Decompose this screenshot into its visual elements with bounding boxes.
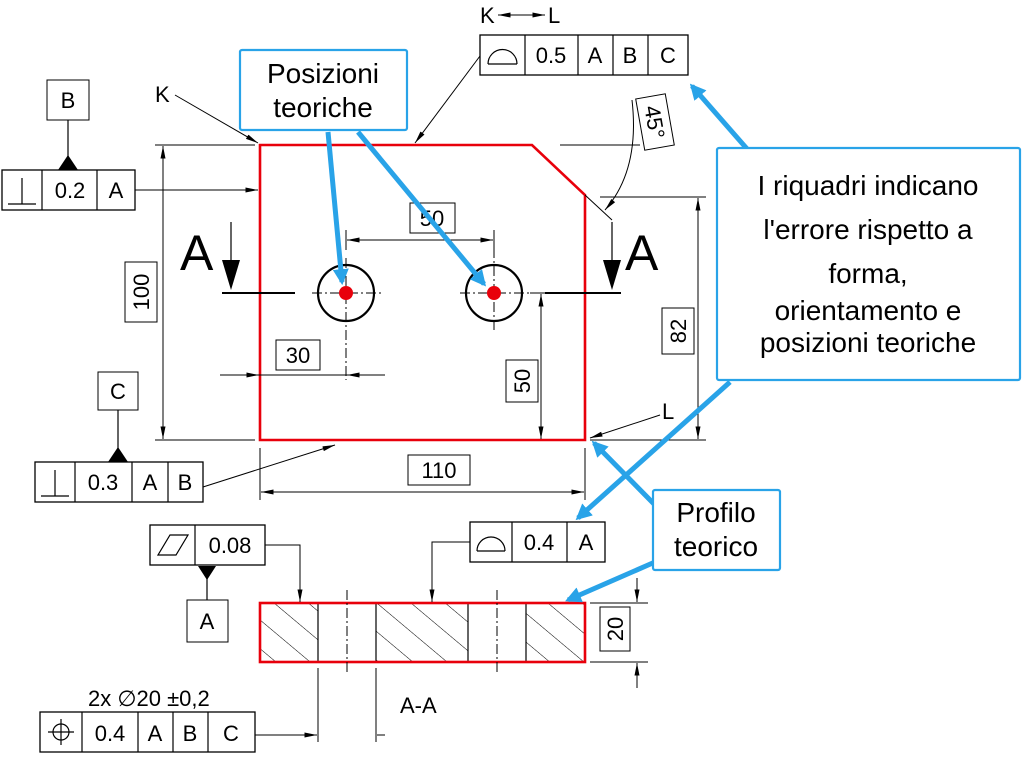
svg-text:0.08: 0.08 [209,533,252,558]
svg-text:82: 82 [666,319,691,343]
callout-profile: Profilo teorico [565,440,782,603]
svg-text:A: A [579,530,594,555]
dimension-hole-y: 50 [505,292,552,439]
svg-text:forma,: forma, [828,258,907,289]
section-marker-right: A [545,222,659,294]
fcf-section-profile: 0.4 A [429,521,606,602]
svg-text:45°: 45° [639,104,669,141]
section-view: A-A 20 [258,578,648,718]
svg-text:0.2: 0.2 [55,178,86,203]
svg-text:0.3: 0.3 [88,470,119,495]
fcf-perpendicularity-c: C 0.3 A B [34,371,336,503]
dimension-height-right: 82 [590,196,706,441]
surface-profile-icon [487,48,518,65]
flatness-icon [156,534,190,556]
fcf-position: 2x ∅20 ±0,2 0.4 A B C [39,668,385,753]
surface-profile-icon [476,536,506,552]
svg-text:posizioni teoriche: posizioni teoriche [760,327,976,358]
svg-text:K: K [480,3,495,28]
svg-text:B: B [61,88,76,113]
position-icon [48,719,74,745]
part-outline [258,143,587,442]
svg-text:orientamento e: orientamento e [775,295,962,326]
svg-text:Profilo: Profilo [676,497,755,528]
svg-text:0.4: 0.4 [524,530,555,555]
section-outline [258,601,587,664]
theoretical-position-dot [487,286,501,300]
hole-spec: 2x ∅20 ±0,2 [88,686,210,711]
svg-text:C: C [110,379,126,404]
svg-text:A: A [588,43,603,68]
dimension-height: 100 [124,144,255,441]
fcf-perpendicularity-b: B 0.2 A [1,79,258,211]
svg-text:Posizioni: Posizioni [267,58,379,89]
svg-text:30: 30 [286,343,310,368]
svg-text:20: 20 [603,617,628,641]
svg-text:C: C [660,43,676,68]
svg-text:B: B [623,43,638,68]
section-name: A-A [400,693,437,718]
svg-text:l'errore rispetto a: l'errore rispetto a [763,214,973,245]
label-l: L [662,399,674,424]
svg-text:0.4: 0.4 [95,721,126,746]
svg-text:teoriche: teoriche [273,92,373,123]
top-view: 100 82 50 30 50 [124,82,706,500]
dimension-chamfer-angle: 45° [560,93,675,221]
svg-text:B: B [178,470,193,495]
svg-text:C: C [223,721,239,746]
svg-text:A: A [200,609,215,634]
hole-right [460,230,530,330]
svg-text:50: 50 [510,369,535,393]
svg-text:I riquadri indicano: I riquadri indicano [757,170,978,201]
svg-text:teorico: teorico [674,531,758,562]
hole-left [312,258,382,380]
fcf-top-profile: K L 0.5 A B C [414,3,689,144]
svg-text:L: L [548,3,560,28]
perpendicularity-icon [8,178,36,205]
svg-text:0.5: 0.5 [536,43,567,68]
svg-text:A: A [109,178,124,203]
svg-text:B: B [183,721,198,746]
fcf-flatness: 0.08 A [149,524,303,643]
perpendicularity-icon [41,470,69,497]
label-k: K [155,82,170,107]
svg-text:A: A [143,470,158,495]
svg-text:110: 110 [421,458,456,483]
svg-text:A: A [180,225,214,281]
section-marker-left: A [180,222,295,294]
theoretical-position-dot [339,286,353,300]
svg-text:A: A [625,225,659,281]
callout-note: I riquadri indicano l'errore rispetto a … [575,83,1022,521]
callout-positions: Posizioni teoriche [238,48,487,287]
svg-text:A: A [148,721,163,746]
dimension-width: 110 [259,448,586,500]
dimension-hole-x: 30 [220,339,385,378]
svg-text:100: 100 [129,274,154,311]
